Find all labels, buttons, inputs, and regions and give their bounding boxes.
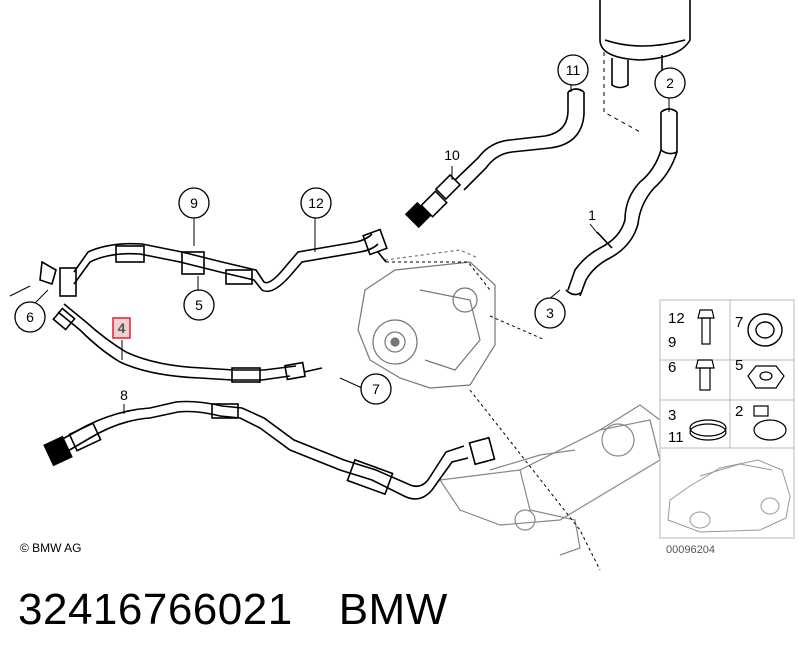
callout-1: 1 [588,207,596,223]
callout-label: 3 [546,305,554,321]
callout-label: 2 [666,75,674,91]
callout-4-highlighted: 4 [112,317,131,339]
hose-4 [52,303,323,383]
reservoir [599,0,691,133]
callout-9: 9 [178,187,210,219]
callout-6: 6 [14,301,46,333]
car-silhouette-icon [667,459,791,533]
nut-icon [747,365,785,389]
callout-label: 9 [190,195,198,211]
hose-12 [39,228,388,297]
callout-8: 8 [120,387,128,403]
callout-label: 12 [308,195,324,211]
hose-clamp-icon [753,405,787,441]
hose-10 [404,88,585,229]
callout-label: 11 [566,62,581,78]
bolt-icon [697,309,715,345]
callout-3: 3 [534,297,566,329]
legend-7: 7 [735,314,743,331]
legend-2: 2 [735,403,743,420]
footer-caption: 32416766021 BMW [18,585,494,635]
part-number: 32416766021 [18,585,293,634]
copyright: © BMW AG [20,541,82,555]
hose-1 [565,108,678,297]
washer-icon [747,313,783,347]
callout-label: 7 [372,381,380,397]
legend-5: 5 [735,357,743,374]
legend-9: 9 [668,334,676,351]
legend-3: 3 [668,407,676,424]
callout-12: 12 [300,187,332,219]
hose-8 [43,400,496,500]
clamp-icon [689,419,727,441]
figure-code: 00096204 [666,544,715,556]
brand-name: BMW [338,585,448,634]
callout-10: 10 [444,147,460,163]
screw-icon [695,359,715,391]
callout-11: 11 [557,54,589,86]
callout-2: 2 [654,67,686,99]
callout-label: 4 [118,320,126,336]
callout-5: 5 [183,289,215,321]
leader-lines [9,84,670,571]
callouts: 11 2 10 1 9 12 3 6 5 4 7 8 [14,54,686,405]
callout-label: 5 [195,297,203,313]
pump [357,249,496,389]
steering-rack [438,404,661,556]
callout-7: 7 [360,373,392,405]
legend-panel: 12 9 7 6 5 3 11 2 [659,299,795,539]
legend-11: 11 [668,429,684,446]
legend-12: 12 [668,310,685,327]
callout-label: 6 [26,309,34,325]
legend-6: 6 [668,359,676,376]
